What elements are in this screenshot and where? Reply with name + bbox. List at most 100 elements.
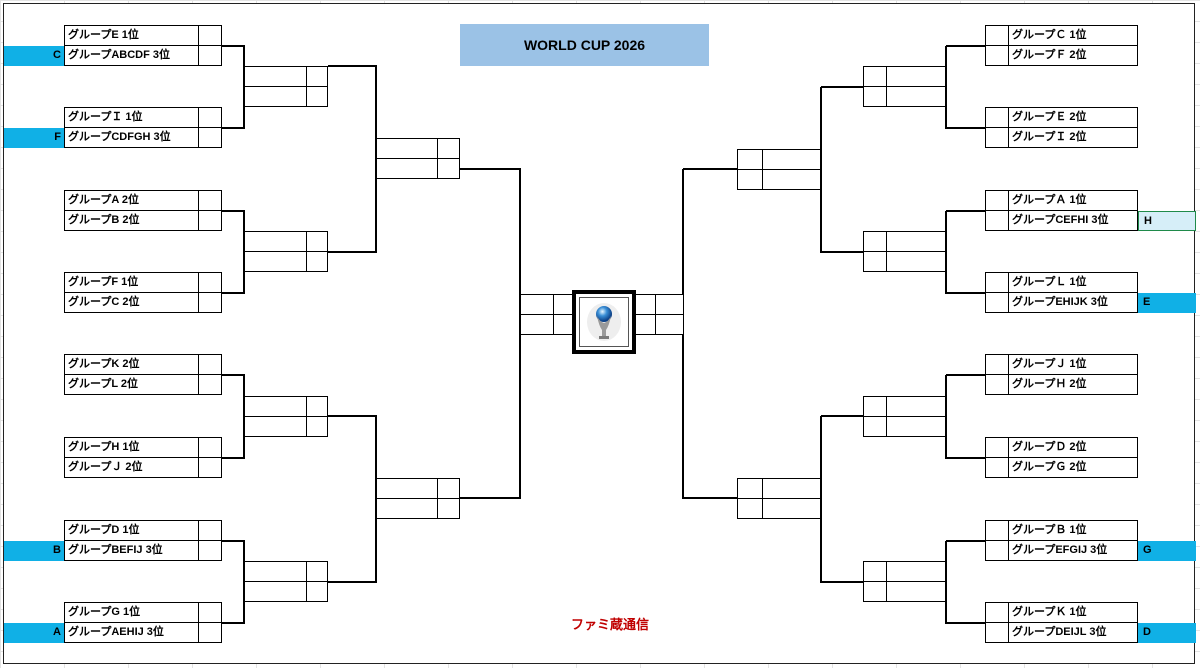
- score-cell[interactable]: [198, 375, 221, 394]
- team-slot[interactable]: グループＪ 1位: [985, 354, 1138, 375]
- team-slot[interactable]: グループE 1位: [64, 25, 222, 46]
- score-cell[interactable]: [1008, 211, 1009, 230]
- score-row[interactable]: [737, 499, 821, 519]
- team-slot[interactable]: グループCEFHI 3位: [985, 211, 1138, 231]
- score-row[interactable]: [863, 396, 946, 417]
- team-slot[interactable]: グループEFGIJ 3位: [985, 541, 1138, 561]
- team-slot[interactable]: グループCDFGH 3位: [64, 128, 222, 148]
- score-row[interactable]: [376, 138, 460, 159]
- score-row[interactable]: [520, 294, 574, 315]
- score-cell[interactable]: [1008, 603, 1009, 622]
- third-place-group-tag[interactable]: B: [4, 541, 64, 561]
- team-slot[interactable]: グループL 2位: [64, 375, 222, 395]
- score-cell[interactable]: [1008, 375, 1009, 394]
- team-slot[interactable]: グループＧ 2位: [985, 458, 1138, 478]
- third-place-group-tag[interactable]: G: [1138, 541, 1196, 561]
- score-row[interactable]: [863, 231, 946, 252]
- score-cell[interactable]: [198, 191, 221, 210]
- score-cell[interactable]: [198, 603, 221, 622]
- team-slot[interactable]: グループDEIJL 3位: [985, 623, 1138, 643]
- third-place-group-tag[interactable]: E: [1138, 293, 1196, 313]
- team-slot[interactable]: グループＩ 2位: [985, 128, 1138, 148]
- score-cell[interactable]: [198, 26, 221, 45]
- score-cell[interactable]: [198, 293, 221, 312]
- score-row[interactable]: [244, 87, 328, 107]
- team-slot[interactable]: グループＢ 1位: [985, 520, 1138, 541]
- score-row[interactable]: [244, 66, 328, 87]
- team-slot[interactable]: グループC 2位: [64, 293, 222, 313]
- team-slot[interactable]: グループＪ 2位: [64, 458, 222, 478]
- team-slot[interactable]: グループＣ 1位: [985, 25, 1138, 46]
- team-slot[interactable]: グループＬ 1位: [985, 272, 1138, 293]
- score-row[interactable]: [630, 315, 684, 335]
- score-cell[interactable]: [198, 273, 221, 292]
- team-slot[interactable]: グループB 2位: [64, 211, 222, 231]
- score-row[interactable]: [520, 315, 574, 335]
- score-cell[interactable]: [1008, 458, 1009, 477]
- score-cell[interactable]: [198, 541, 221, 560]
- score-cell[interactable]: [1008, 191, 1009, 210]
- score-cell[interactable]: [198, 211, 221, 230]
- team-slot[interactable]: グループG 1位: [64, 602, 222, 623]
- score-row[interactable]: [244, 417, 328, 437]
- team-slot[interactable]: グループＥ 2位: [985, 107, 1138, 128]
- score-cell[interactable]: [1008, 623, 1009, 642]
- team-slot[interactable]: グループD 1位: [64, 520, 222, 541]
- score-cell[interactable]: [1008, 128, 1009, 147]
- score-cell[interactable]: [198, 438, 221, 457]
- score-row[interactable]: [863, 417, 946, 437]
- score-row[interactable]: [863, 582, 946, 602]
- team-slot[interactable]: グループABCDF 3位: [64, 46, 222, 66]
- team-slot[interactable]: グループAEHIJ 3位: [64, 623, 222, 643]
- score-cell[interactable]: [198, 128, 221, 147]
- score-row[interactable]: [863, 252, 946, 272]
- score-cell[interactable]: [1008, 521, 1009, 540]
- score-row[interactable]: [376, 478, 460, 499]
- score-cell[interactable]: [198, 108, 221, 127]
- score-row[interactable]: [863, 87, 946, 107]
- third-place-group-tag[interactable]: D: [1138, 623, 1196, 643]
- score-cell[interactable]: [198, 355, 221, 374]
- third-place-group-tag[interactable]: A: [4, 623, 64, 643]
- team-slot[interactable]: グループF 1位: [64, 272, 222, 293]
- third-place-group-tag[interactable]: C: [4, 46, 64, 66]
- score-row[interactable]: [244, 231, 328, 252]
- team-slot[interactable]: グループＤ 2位: [985, 437, 1138, 458]
- team-slot[interactable]: グループＨ 2位: [985, 375, 1138, 395]
- team-slot[interactable]: グループＫ 1位: [985, 602, 1138, 623]
- score-cell[interactable]: [1008, 108, 1009, 127]
- score-row[interactable]: [244, 396, 328, 417]
- score-cell[interactable]: [1008, 273, 1009, 292]
- third-place-group-tag[interactable]: H: [1138, 211, 1196, 231]
- score-row[interactable]: [376, 159, 460, 179]
- score-row[interactable]: [737, 478, 821, 499]
- team-slot[interactable]: グループA 2位: [64, 190, 222, 211]
- score-row[interactable]: [863, 66, 946, 87]
- score-cell[interactable]: [198, 458, 221, 477]
- team-slot[interactable]: グループＦ 2位: [985, 46, 1138, 66]
- score-cell[interactable]: [1008, 46, 1009, 65]
- third-place-group-tag[interactable]: F: [4, 128, 64, 148]
- team-slot[interactable]: グループH 1位: [64, 437, 222, 458]
- score-row[interactable]: [244, 582, 328, 602]
- score-cell[interactable]: [1008, 26, 1009, 45]
- score-cell[interactable]: [1008, 541, 1009, 560]
- team-slot[interactable]: グループK 2位: [64, 354, 222, 375]
- score-row[interactable]: [376, 499, 460, 519]
- score-cell[interactable]: [1008, 438, 1009, 457]
- score-cell[interactable]: [1008, 355, 1009, 374]
- score-row[interactable]: [863, 561, 946, 582]
- team-slot[interactable]: グループＡ 1位: [985, 190, 1138, 211]
- score-cell[interactable]: [1008, 293, 1009, 312]
- score-cell[interactable]: [198, 521, 221, 540]
- score-row[interactable]: [737, 149, 821, 170]
- score-cell[interactable]: [198, 623, 221, 642]
- score-row[interactable]: [244, 561, 328, 582]
- score-row[interactable]: [630, 294, 684, 315]
- team-slot[interactable]: グループBEFIJ 3位: [64, 541, 222, 561]
- score-cell[interactable]: [198, 46, 221, 65]
- team-slot[interactable]: グループEHIJK 3位: [985, 293, 1138, 313]
- team-slot[interactable]: グループＩ 1位: [64, 107, 222, 128]
- score-row[interactable]: [244, 252, 328, 272]
- score-row[interactable]: [737, 170, 821, 190]
